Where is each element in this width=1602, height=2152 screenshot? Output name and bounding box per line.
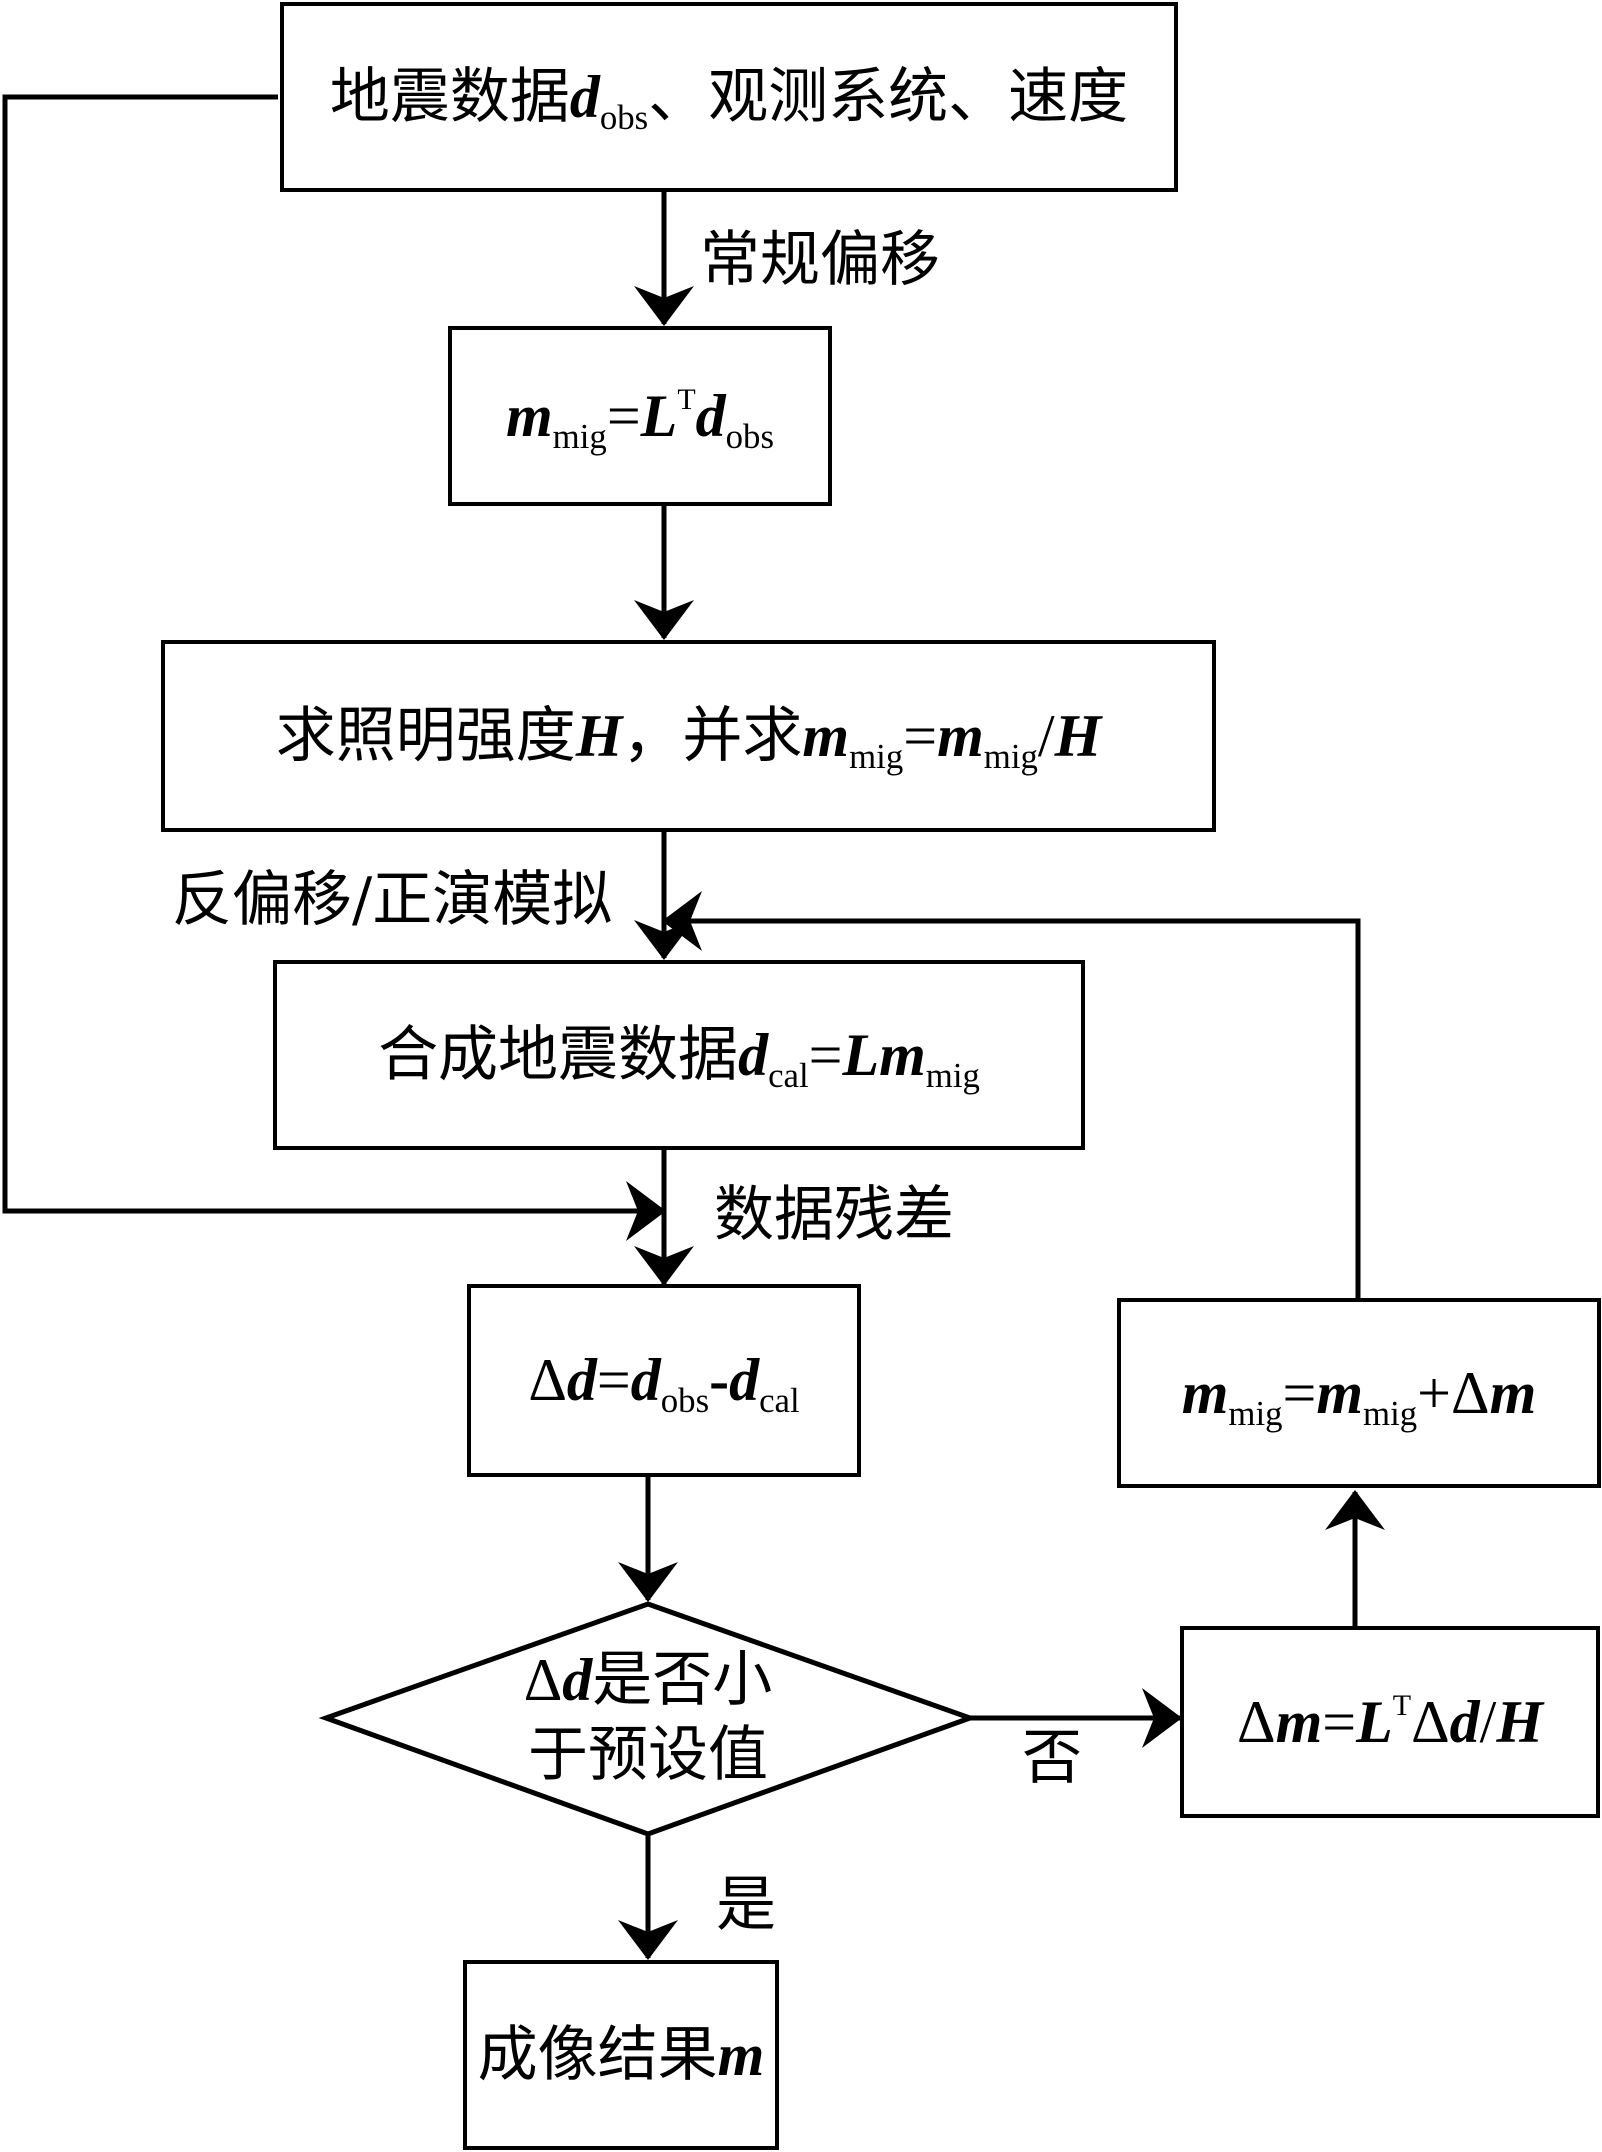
result-label: 成像结果m	[477, 2019, 765, 2090]
residual-formula: Δd=dobs-dcal	[528, 1347, 800, 1421]
model-update-box: mmig=mmig+Δm	[1117, 1298, 1601, 1488]
illumination-formula: 求照明强度H，并求mmig=mmig/H	[275, 700, 1102, 776]
arrow-loop-back	[662, 891, 1361, 1298]
decision-line-2: 于预设值	[528, 1720, 768, 1790]
label-no: 否	[1022, 1723, 1082, 1793]
result-box: 成像结果m	[463, 1960, 779, 2150]
migration-formula: mmig=LTdobs	[506, 382, 774, 456]
input-data-box: 地震数据dobs、观测系统、速度	[280, 2, 1178, 192]
label-demigration: 反偏移/正演模拟	[172, 865, 613, 935]
residual-box: Δd=dobs-dcal	[467, 1284, 861, 1477]
decision-text: Δd是否小 于预设值	[448, 1643, 848, 1793]
model-update-formula: mmig=mmig+Δm	[1181, 1359, 1537, 1433]
decision-diamond	[318, 1601, 978, 1837]
illumination-box: 求照明强度H，并求mmig=mmig/H	[161, 640, 1216, 832]
delta-m-formula: Δm=LTΔd/H	[1236, 1688, 1544, 1755]
label-data-residual: 数据残差	[714, 1180, 954, 1250]
decision-line-1: Δd是否小	[523, 1645, 773, 1715]
synthetic-data-formula: 合成地震数据dcal=Lmmig	[378, 1019, 980, 1095]
delta-m-box: Δm=LTΔd/H	[1180, 1626, 1600, 1818]
label-conventional-migration: 常规偏移	[700, 225, 940, 295]
synthetic-data-box: 合成地震数据dcal=Lmmig	[273, 960, 1085, 1150]
label-yes: 是	[716, 1870, 776, 1940]
arrow-input-bypass	[2, 94, 666, 1241]
migration-box: mmig=LTdobs	[448, 326, 832, 506]
input-data-label: 地震数据dobs、观测系统、速度	[329, 61, 1129, 137]
